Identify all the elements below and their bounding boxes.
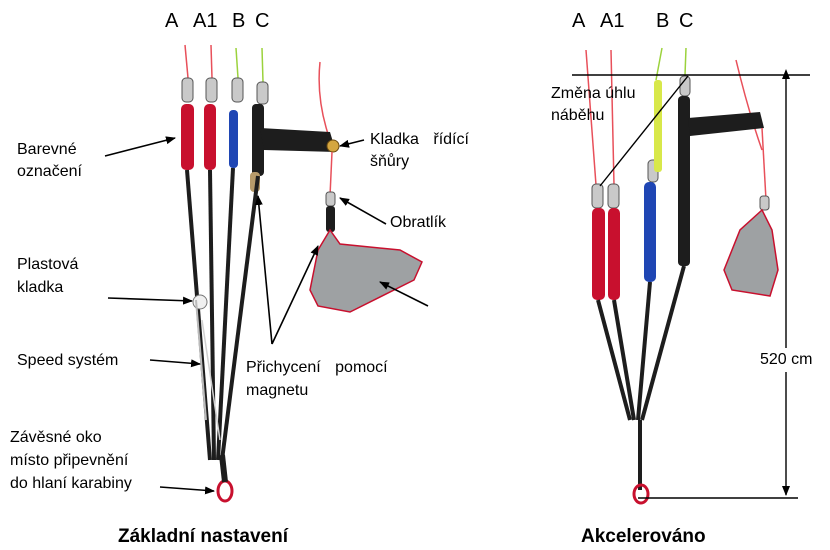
right-letter-b: B bbox=[656, 10, 669, 32]
label-suspension-loop-1: Závěsné oko bbox=[10, 428, 102, 448]
left-brake-handle bbox=[310, 230, 422, 312]
left-suspension-loop bbox=[218, 481, 232, 501]
left-letter-c: C bbox=[255, 10, 269, 32]
left-letter-a1: A1 bbox=[193, 10, 217, 32]
left-arrows bbox=[105, 138, 428, 491]
right-letter-a1: A1 bbox=[600, 10, 624, 32]
right-a-riser bbox=[592, 208, 605, 300]
right-annotations bbox=[572, 75, 810, 498]
left-riser-set bbox=[181, 45, 422, 501]
left-a-riser bbox=[181, 104, 194, 170]
arrow-magnet-1 bbox=[258, 196, 272, 344]
right-swivel bbox=[760, 196, 769, 210]
caption-accelerated: Akcelerováno bbox=[581, 526, 706, 548]
left-b-riser bbox=[229, 110, 238, 168]
right-letter-a: A bbox=[572, 10, 585, 32]
right-a1-riser bbox=[608, 208, 620, 300]
right-brake-handle bbox=[724, 210, 778, 296]
label-color-marking-2: označení bbox=[17, 162, 82, 182]
arrow-color-marking bbox=[105, 138, 175, 156]
label-speed-system: Speed systém bbox=[17, 351, 118, 371]
right-c-sleeve bbox=[654, 80, 662, 172]
right-c-riser bbox=[678, 96, 690, 266]
left-letter-a: A bbox=[165, 10, 178, 32]
label-plastic-pulley-1: Plastová bbox=[17, 255, 78, 275]
label-angle-change-2: náběhu bbox=[551, 106, 604, 126]
arrow-brake-pulley bbox=[340, 140, 364, 146]
left-brake-strap bbox=[260, 128, 336, 152]
arrow-loop bbox=[160, 487, 214, 491]
left-a1-riser bbox=[204, 104, 216, 170]
label-swivel: Obratlík bbox=[390, 213, 446, 233]
arrow-speed-system bbox=[150, 360, 200, 364]
label-brake-pulley-1: Kladka řídící bbox=[370, 130, 469, 150]
right-riser-set bbox=[586, 48, 778, 503]
left-swivel bbox=[326, 192, 335, 206]
left-brake-pulley bbox=[327, 140, 339, 152]
label-length: 520 cm bbox=[760, 350, 812, 370]
label-magnet-2: magnetu bbox=[246, 381, 308, 401]
label-magnet-1: Přichycení pomocí bbox=[246, 358, 388, 378]
right-brake-strap bbox=[688, 112, 764, 136]
arrow-plastic-pulley bbox=[108, 298, 192, 301]
label-color-marking-1: Barevné bbox=[17, 140, 77, 160]
label-brake-pulley-2: šňůry bbox=[370, 152, 409, 172]
label-suspension-loop-3: do hlaní karabiny bbox=[10, 474, 132, 494]
label-plastic-pulley-2: kladka bbox=[17, 278, 63, 298]
label-suspension-loop-2: místo připevnění bbox=[10, 451, 128, 471]
caption-basic-setting: Základní nastavení bbox=[118, 526, 288, 548]
right-letter-c: C bbox=[679, 10, 693, 32]
arrow-swivel bbox=[340, 198, 386, 224]
left-maillons bbox=[182, 78, 268, 104]
left-letter-b: B bbox=[232, 10, 245, 32]
right-b-riser bbox=[644, 182, 656, 282]
right-webbing bbox=[598, 266, 684, 490]
left-swivel-strap bbox=[326, 206, 335, 232]
label-angle-change-1: Změna úhlu bbox=[551, 84, 636, 104]
left-speed-system bbox=[193, 295, 220, 440]
left-brake-line bbox=[330, 152, 332, 196]
arrow-magnet-2 bbox=[272, 246, 318, 344]
